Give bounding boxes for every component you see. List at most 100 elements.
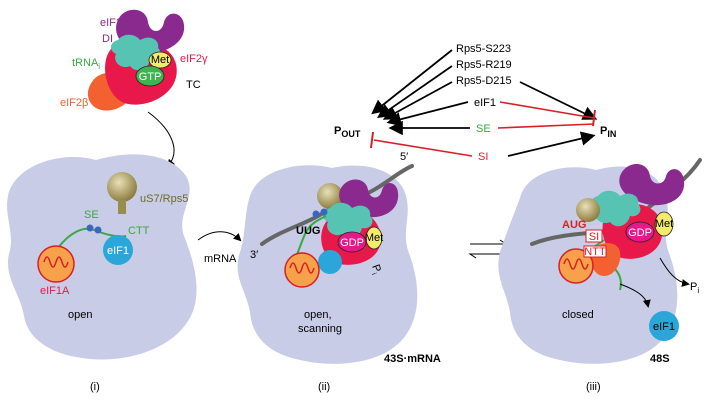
us7-sphere-ii — [317, 183, 343, 209]
pin-label: PIN — [600, 125, 616, 139]
gdp-label-ii: GDP — [340, 237, 364, 249]
trna-shape-iii — [590, 190, 641, 227]
pi-label-ii: Pi — [367, 263, 383, 277]
pi-label-main-iii: P — [690, 281, 697, 293]
inhibit-eif1-pin — [499, 101, 595, 119]
se-reg-label: SE — [476, 123, 491, 135]
ntt-box-iii — [583, 245, 607, 258]
regulation-scheme: Rps5-S223 Rps5-R219 Rps5-D215 eIF1 SE SI… — [334, 43, 616, 163]
eif1-body-iii — [649, 311, 679, 341]
pout-label-sub: OUT — [341, 129, 361, 139]
si-box-iii — [585, 229, 603, 243]
met-shape-ii — [365, 226, 383, 250]
met-shape — [148, 51, 172, 69]
us7-sphere-i — [107, 172, 137, 202]
open-label-i: open — [68, 309, 92, 321]
trna-label: tRNAi — [72, 57, 100, 71]
eif1a-label-i: eIF1A — [40, 285, 70, 297]
trna-shape-ii — [322, 202, 373, 239]
mrna-arrow — [197, 231, 242, 242]
ribosome-40s-i — [7, 154, 197, 360]
eif1-release-arrow — [619, 283, 651, 308]
gdp-shape-ii — [337, 231, 367, 253]
eif1a-coil-ii — [289, 262, 315, 274]
trna-label-sub: i — [98, 62, 100, 71]
arrow-d215-pout — [382, 81, 453, 120]
stage-i-panel: uS7/Rps5 SE CTT eIF1A eIF1 open (i) — [7, 154, 197, 393]
stage-iii-label: (iii) — [586, 381, 601, 393]
eif1a-coil-iii — [563, 258, 589, 270]
si-label-iii: SI — [589, 231, 599, 243]
three-prime-label-ii: 3′ — [250, 249, 258, 261]
trna-label-main: tRNA — [72, 57, 99, 69]
eif1-body-i — [103, 235, 133, 265]
pi-label-main-ii: P — [369, 263, 383, 274]
gtp-shape — [135, 65, 165, 87]
arrow-s223-pout — [371, 49, 453, 115]
se-bead-1-i — [86, 224, 94, 232]
se-bead-1-ii — [312, 210, 320, 218]
open-scanning-label-1: open, — [304, 309, 332, 321]
ntt-label-iii: NTT — [584, 246, 606, 258]
gtp-label: GTP — [139, 71, 162, 83]
met-label: Met — [151, 54, 169, 66]
ctt-label-i: CTT — [128, 225, 150, 237]
se-bead-2-i — [94, 226, 102, 234]
us7-label-i: uS7/Rps5 — [140, 193, 188, 205]
si-reg-label: SI — [478, 151, 488, 163]
rps5-r219-label: Rps5-R219 — [456, 59, 512, 71]
pin-label-main: P — [600, 125, 607, 137]
rps5-s223-label: Rps5-S223 — [456, 43, 511, 55]
ternary-complex: Met GTP eIF2α DI tRNAi eIF2γ TC eIF2β — [60, 9, 208, 168]
eif2a-shape-iii — [619, 164, 685, 206]
di-label: DI — [102, 33, 113, 45]
pi-label-iii: Pi — [690, 281, 699, 295]
stage-iii-panel: Met GDP SI NTT AUG Pi eIF1 closed 48S (i… — [498, 158, 702, 393]
se-label-i: SE — [84, 209, 99, 221]
eif2g-label: eIF2γ — [180, 53, 208, 65]
uug-label-ii: UUG — [296, 225, 320, 237]
rps5-d215-label: Rps5-D215 — [456, 75, 512, 87]
gdp-label-iii: GDP — [628, 227, 652, 239]
open-scanning-label-2: scanning — [298, 323, 342, 335]
eif2b-label: eIF2β — [60, 97, 88, 109]
pin-label-sub: IN — [607, 129, 616, 139]
us7-stalk-i — [118, 200, 126, 214]
pout-label-main: P — [334, 125, 341, 137]
eif1-body-ii — [318, 250, 342, 274]
five-prime-label-ii: 5′ — [400, 151, 408, 163]
pout-label: POUT — [334, 125, 361, 139]
aug-label-iii: AUG — [562, 219, 586, 231]
inhibit-se-pin — [497, 123, 595, 129]
arrow-eif1-pout — [386, 101, 469, 127]
mrna-label: mRNA — [204, 253, 237, 265]
gdp-shape-iii — [625, 221, 655, 243]
pi-label-sub-ii: i — [370, 272, 377, 276]
us7-sphere-iii — [576, 198, 600, 222]
eif1-label-i: eIF1 — [107, 245, 129, 257]
pi-label-sub-iii: i — [697, 286, 699, 295]
met-label-iii: Met — [655, 218, 673, 230]
complex-48s-label: 48S — [650, 353, 670, 365]
met-shape-iii — [654, 211, 674, 237]
tc-label: TC — [186, 79, 201, 91]
stage-ii-panel: 3′ 5′ Met GDP UUG Pi open, scanning 43S·… — [237, 151, 441, 393]
tc-arrow — [147, 111, 175, 168]
met-label-ii: Met — [365, 232, 383, 244]
trna-shape — [110, 34, 161, 71]
pi-release-arrow — [659, 257, 690, 287]
eif1-reg-label: eIF1 — [474, 97, 496, 109]
complex-43s-label: 43S·mRNA — [384, 353, 441, 365]
eif1a-coil-i — [43, 256, 69, 268]
stage-ii-label: (ii) — [318, 381, 330, 393]
inhibit-si-pout-bar — [370, 131, 374, 149]
stage-i-label: (i) — [90, 381, 100, 393]
arrow-d215-pin — [519, 81, 598, 120]
se-bead-2-ii — [320, 208, 328, 216]
arrow-si-pin — [507, 131, 596, 157]
inhibit-si-pout — [373, 139, 473, 157]
eif2a-label: eIF2α — [100, 17, 129, 29]
closed-label-iii: closed — [562, 309, 594, 321]
